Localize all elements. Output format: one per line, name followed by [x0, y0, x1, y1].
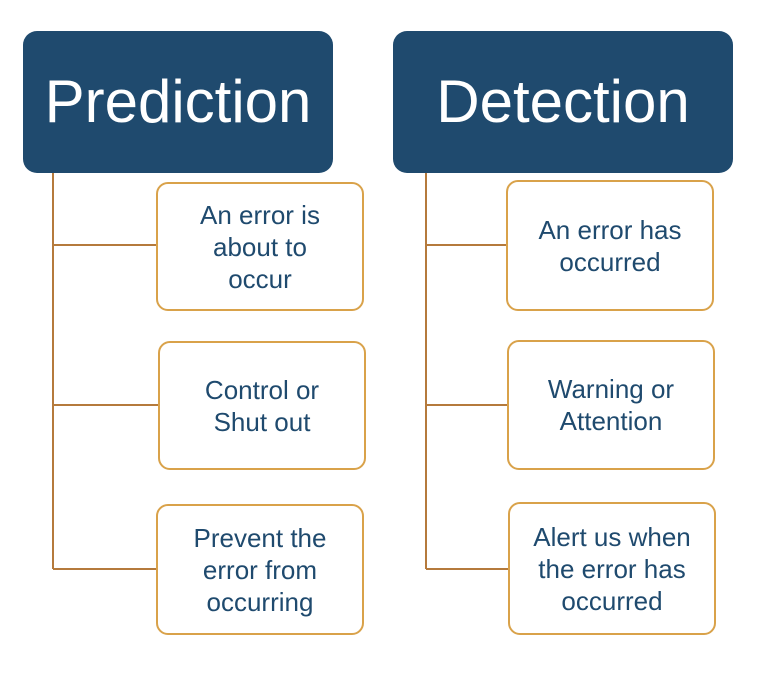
detection-card-2: Warning or Attention [507, 340, 715, 470]
prediction-card-2: Control or Shut out [158, 341, 366, 470]
prediction-card-3: Prevent the error from occurring [156, 504, 364, 635]
prediction-card-1: An error is about to occur [156, 182, 364, 311]
detection-header: Detection [393, 31, 733, 173]
detection-card-1: An error has occurred [506, 180, 714, 311]
detection-card-3: Alert us when the error has occurred [508, 502, 716, 635]
prediction-header: Prediction [23, 31, 333, 173]
